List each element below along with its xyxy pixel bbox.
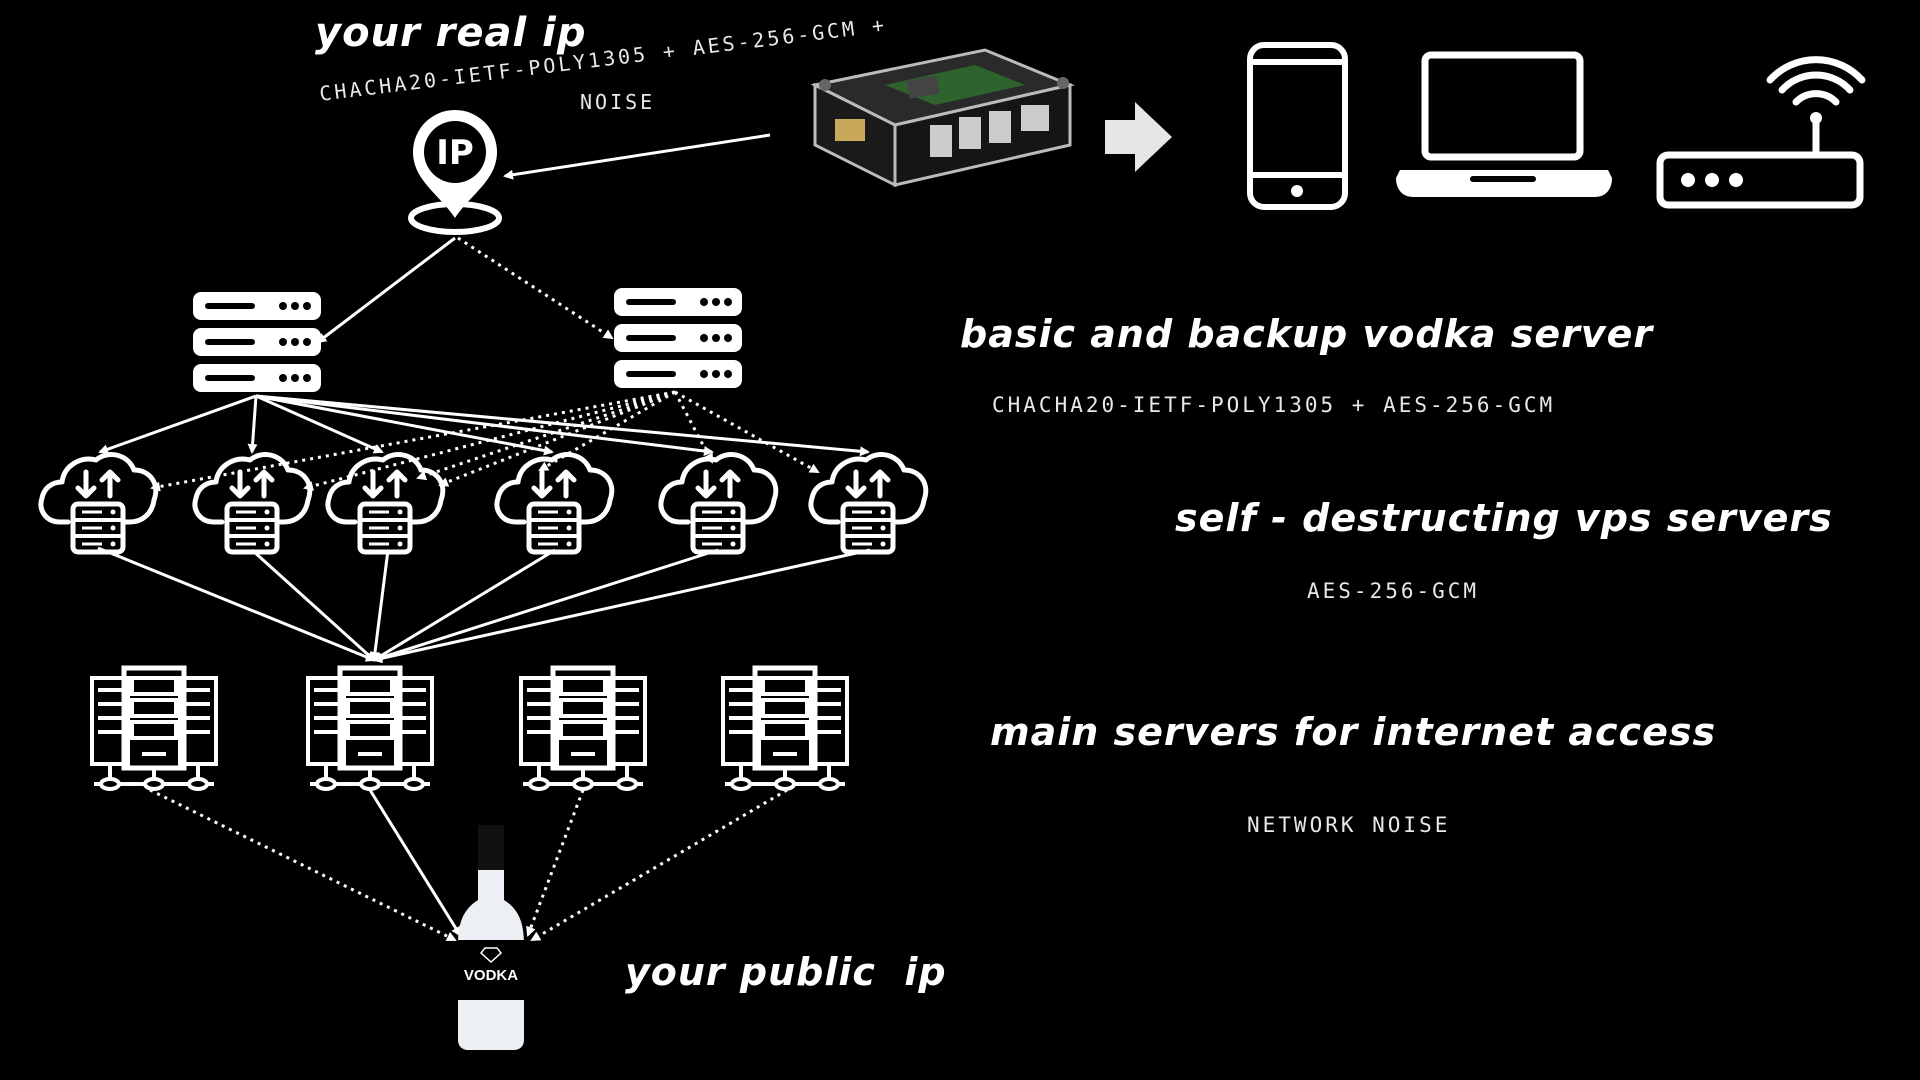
- smartphone-icon: [1247, 42, 1348, 210]
- vps-server-icon: [41, 455, 156, 552]
- bottle-label: VODKA: [464, 967, 518, 984]
- datacenter-to-exit-links: [149, 788, 788, 942]
- ip-to-backup-server-link: [457, 236, 614, 340]
- ip-to-basic-server-link: [316, 236, 456, 344]
- vps-server-icon: [661, 455, 776, 552]
- main-server-cluster-icon: [92, 668, 216, 789]
- raspberry-pi-device-icon: [810, 48, 1075, 188]
- vps-server-icon: [497, 455, 612, 552]
- main-server-cluster-icon: [723, 668, 847, 789]
- self-destruct-vps-cipher: AES-256-GCM: [1307, 579, 1480, 603]
- vps-server-icon: [811, 455, 926, 552]
- main-server-cluster-icon: [521, 668, 645, 789]
- public-ip-title: your public ip: [625, 950, 947, 994]
- device-to-ip-link: [503, 133, 771, 180]
- real-ip-cipher-line2: NOISE: [580, 90, 656, 114]
- main-server-cluster-icon: [308, 668, 432, 789]
- right-arrow-icon: [1105, 102, 1172, 172]
- basic-backup-server-title: basic and backup vodka server: [960, 312, 1654, 356]
- vodka-bottle-icon: VODKA: [458, 825, 524, 1050]
- vps-server-icon: [328, 455, 443, 552]
- laptop-icon: [1396, 51, 1612, 197]
- basic-backup-server-cipher: CHACHA20-IETF-POLY1305 + AES-256-GCM: [992, 393, 1556, 417]
- basic-server-icon: [193, 292, 321, 392]
- vps-to-datacenter-links: [97, 546, 871, 664]
- backup-server-icon: [614, 288, 742, 388]
- real-ip-title: your real ip: [315, 10, 587, 56]
- vps-server-icon: [195, 455, 310, 552]
- self-destruct-vps-title: self - destructing vps servers: [1175, 496, 1833, 540]
- ip-location-pin-icon: IP: [408, 110, 502, 235]
- main-servers-title: main servers for internet access: [990, 710, 1717, 754]
- connections: [97, 133, 871, 942]
- wifi-router-icon: [1656, 56, 1866, 209]
- main-servers-cipher: NETWORK NOISE: [1247, 813, 1451, 837]
- basic-server-to-vps-links: [98, 394, 870, 457]
- ip-pin-label: IP: [436, 133, 474, 173]
